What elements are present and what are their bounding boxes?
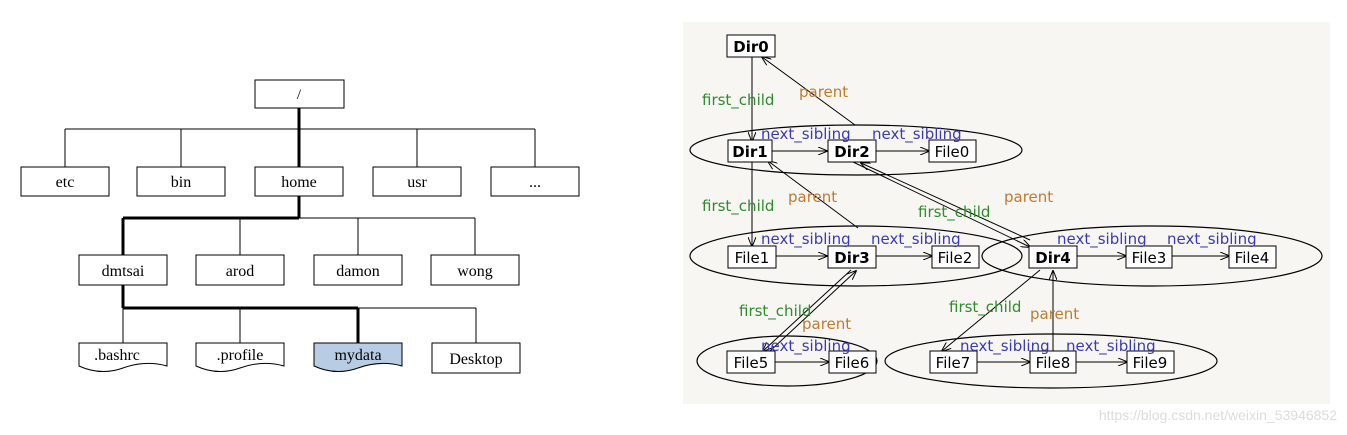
graph-node-file2: File2 (931, 245, 980, 269)
tree-node-etc: etc (20, 166, 110, 197)
graph-node-file6: File6 (828, 350, 877, 374)
node-label: etc (56, 174, 75, 191)
edge-label-next-sibling: next_sibling (871, 230, 961, 249)
edge-label-next-sibling: next_sibling (1066, 337, 1156, 356)
node-label: File8 (1036, 354, 1071, 372)
graph-node-file8: File8 (1029, 350, 1077, 374)
graph-node-file0: File0 (928, 139, 977, 163)
directory-tree-diagram: / etc bin home usr ... dmtsai arod damon… (0, 0, 640, 431)
tree-node-root: / (254, 79, 345, 109)
edge-label-parent: parent (788, 188, 837, 206)
graph-node-file9: File9 (1126, 350, 1175, 374)
graph-node-dir0: Dir0 (726, 34, 776, 58)
directory-tree-svg: / etc bin home usr ... dmtsai arod damon… (20, 79, 580, 374)
node-label: .profile (217, 347, 264, 364)
sibling-group-ellipse (689, 124, 1023, 176)
node-label: File6 (835, 354, 870, 372)
graph-svg: Dir0 Dir1 Dir2 File0 File1 Dir3 File2 D (689, 34, 1323, 389)
node-label: File3 (1132, 249, 1167, 267)
sibling-group-ellipse (981, 225, 1323, 287)
edge-label-next-sibling: next_sibling (761, 337, 851, 356)
edge-label-parent: parent (1030, 305, 1079, 323)
graph-node-dir1: Dir1 (727, 139, 773, 163)
edge-label-next-sibling: next_sibling (761, 125, 851, 144)
tree-file-mydata: mydata (313, 342, 403, 372)
edge-label-parent: parent (802, 315, 851, 333)
node-label: dmtsai (102, 263, 145, 280)
edge-label-next-sibling: next_sibling (1057, 230, 1147, 249)
graph-node-dir3: Dir3 (827, 245, 877, 269)
edge-label-first-child: first_child (702, 197, 774, 216)
edge-label-first-child: first_child (702, 91, 774, 110)
tree-node-usr: usr (372, 166, 462, 197)
node-label: ... (529, 174, 541, 191)
node-label: home (281, 174, 317, 191)
node-label: usr (407, 174, 427, 191)
edge-label-first-child: first_child (949, 298, 1021, 317)
node-label: wong (457, 263, 493, 280)
node-label: File7 (936, 354, 971, 372)
tree-node-bin: bin (136, 166, 226, 197)
node-label: / (297, 87, 302, 103)
graph-node-file5: File5 (726, 350, 776, 374)
watermark: https://blog.csdn.net/weixin_53946852 (1098, 407, 1337, 423)
child-sibling-graph: Dir0 Dir1 Dir2 File0 File1 Dir3 File2 D (683, 22, 1330, 404)
node-label: Dir1 (732, 143, 767, 161)
node-label: File0 (935, 143, 970, 161)
node-label: Dir2 (834, 143, 869, 161)
node-label: arod (226, 263, 254, 280)
node-label: Dir4 (1035, 249, 1070, 267)
node-label: File4 (1235, 249, 1270, 267)
node-label: damon (336, 263, 380, 280)
graph-node-file4: File4 (1228, 245, 1277, 269)
tree-dir-desktop: Desktop (431, 342, 521, 374)
node-label: File2 (938, 249, 973, 267)
edge-label-next-sibling: next_sibling (872, 125, 962, 144)
node-label: mydata (334, 347, 381, 364)
graph-node-dir4: Dir4 (1028, 245, 1078, 269)
edge-label-next-sibling: next_sibling (1167, 230, 1257, 249)
sibling-group-ellipse (696, 335, 878, 387)
tree-node-damon: damon (313, 254, 403, 286)
tree-node-home: home (254, 166, 344, 197)
node-label: .bashrc (94, 347, 140, 364)
graph-node-file3: File3 (1125, 245, 1173, 269)
tree-node-wong: wong (430, 254, 520, 286)
edge-label-parent: parent (799, 83, 848, 101)
tree-node-ellipsis: ... (490, 166, 580, 197)
sibling-group-ellipse (884, 333, 1218, 389)
graph-node-file7: File7 (929, 350, 978, 374)
edge-label-parent: parent (1004, 188, 1053, 206)
graph-node-file1: File1 (727, 245, 777, 269)
node-label: File5 (734, 354, 769, 372)
node-label: bin (171, 174, 191, 191)
edge-label-next-sibling: next_sibling (960, 337, 1050, 356)
tree-node-dmtsai: dmtsai (78, 254, 168, 286)
node-label: File9 (1133, 354, 1168, 372)
graph-node-dir2: Dir2 (827, 139, 877, 163)
tree-file-bashrc: .bashrc (78, 342, 168, 372)
node-label: File1 (735, 249, 770, 267)
tree-file-profile: .profile (195, 342, 285, 372)
node-label: Dir0 (733, 38, 768, 56)
edge-label-first-child: first_child (918, 203, 990, 222)
edge-label-first-child: first_child (739, 302, 811, 321)
node-label: Desktop (449, 351, 502, 368)
tree-node-arod: arod (195, 254, 285, 286)
node-label: Dir3 (834, 249, 869, 267)
edge-label-next-sibling: next_sibling (761, 230, 851, 249)
